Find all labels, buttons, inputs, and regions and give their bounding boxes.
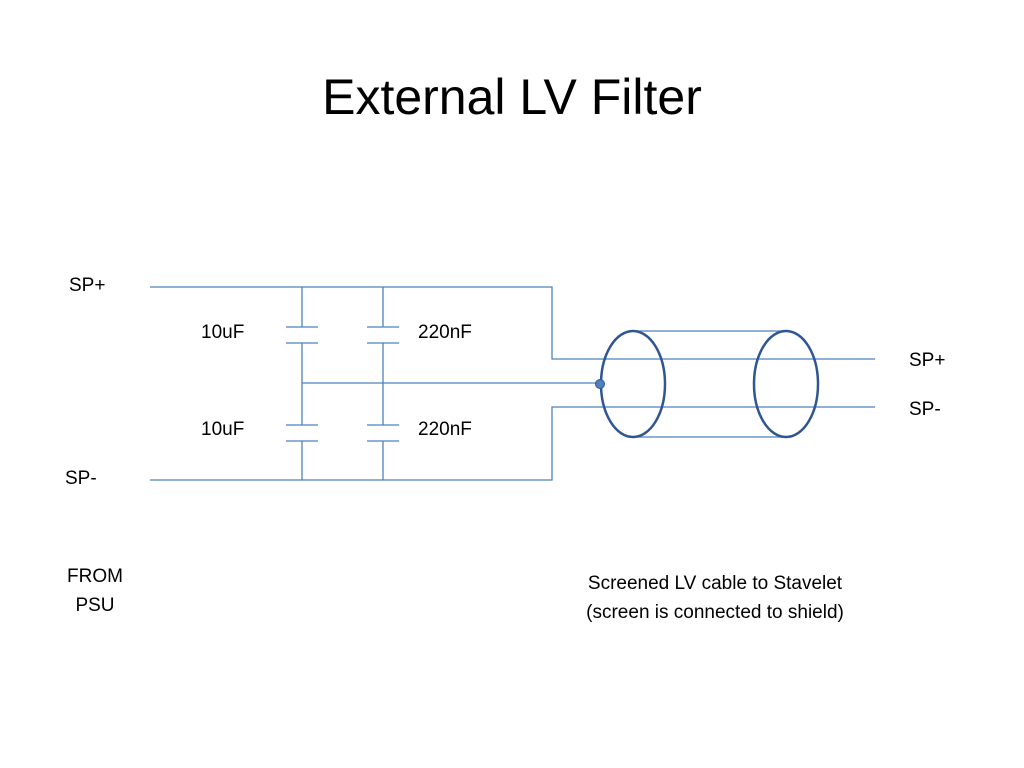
capacitor-top-left-label: 10uF [201,322,245,343]
capacitor-220nf-bottom-plates [367,424,399,442]
source-note: FROM PSU [45,562,145,620]
sp-plus-input-wire [150,286,875,360]
sp-minus-input-wire [150,406,875,481]
capacitor-10uf-bottom-plates [286,424,318,442]
cable-screen-right-ring [752,329,820,439]
capacitor-bottom-left-label: 10uF [201,419,245,440]
source-note-line1: FROM [67,566,123,587]
capacitor-bottom-right-label: 220nF [418,419,472,440]
capacitor-220nf-top-plates [367,326,399,344]
input-sp-plus-label: SP+ [69,275,106,296]
page-title: External LV Filter [322,69,702,125]
input-sp-minus-label: SP- [65,468,97,489]
wiring [150,286,875,481]
capacitor-10uf-top-plates [286,326,318,344]
source-note-line2: PSU [75,595,115,616]
output-sp-minus-label: SP- [909,399,941,420]
cable-screen [599,329,820,439]
cable-note-line1: Screened LV cable to Stavelet [587,573,843,594]
capacitor-top-right-label: 220nF [418,322,472,343]
output-sp-plus-label: SP+ [909,350,946,371]
cable-note: Screened LV cable to Stavelet (screen is… [540,569,890,627]
cable-screen-left-ring [599,329,667,439]
cable-note-line2: (screen is connected to shield) [586,602,844,623]
shield-junction-dot [595,379,605,389]
